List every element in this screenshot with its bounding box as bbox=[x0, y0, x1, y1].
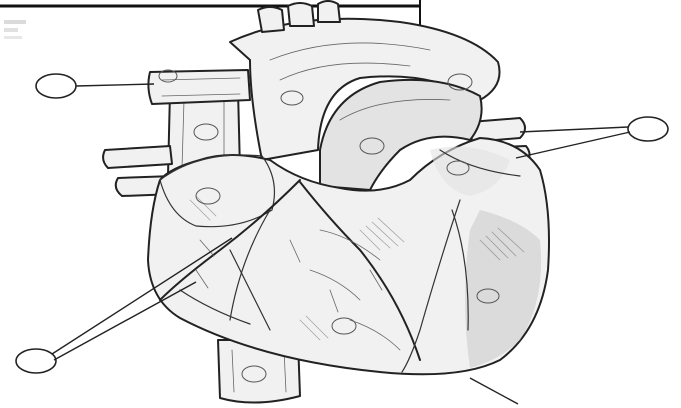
faded-text-smudge bbox=[4, 20, 26, 39]
callout-right bbox=[516, 117, 668, 158]
callout-top-left bbox=[36, 74, 154, 98]
leader-bottom-right bbox=[470, 378, 518, 404]
pulmonary-artery-branch bbox=[148, 70, 250, 104]
